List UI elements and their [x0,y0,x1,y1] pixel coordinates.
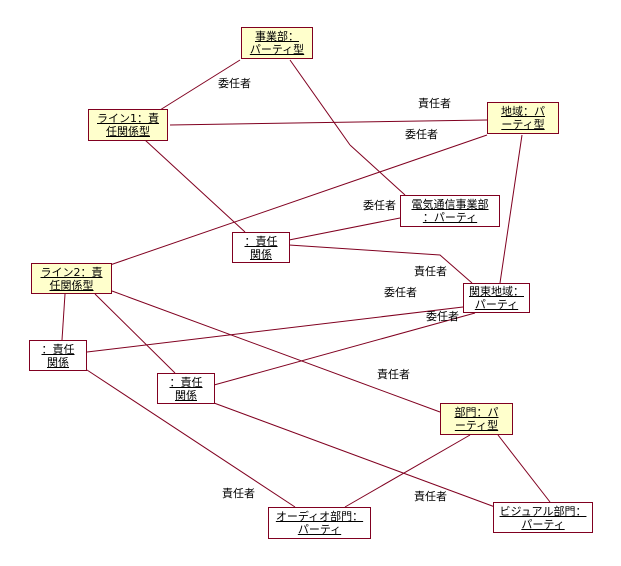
link-sekinin-b-visual [213,402,496,508]
node-responsibility-b[interactable]: ：責任 関係 [157,373,215,404]
node-line1-responsibility-type[interactable]: ライン1：責 任関係型 [88,109,168,141]
link-bumon-audio [344,434,471,508]
role-label: 委任者 [426,310,459,323]
node-kanto-party[interactable]: 関東地域： パーティ [463,283,530,313]
role-label: 委任者 [218,77,251,90]
link-line2-sekinin-c [61,293,66,341]
link-line1-sekinin-a [144,139,246,233]
link-sekinin-a-kanto [288,244,473,284]
link-line2-bumon [111,290,441,413]
link-bumon-visual [497,434,551,503]
link-chiiki-kanto [499,134,523,284]
node-responsibility-a[interactable]: ：責任 関係 [232,232,290,263]
role-label: 委任者 [405,128,438,141]
link-denki-sekinin-a [288,217,401,241]
link-jigyobu-line1 [159,59,241,111]
node-responsibility-c[interactable]: ：責任 関係 [29,340,87,371]
link-sekinin-c-audio [86,369,296,508]
link-line2-sekinin-b [94,293,176,374]
link-jigyobu-denki [289,59,351,146]
link-denki-route [349,144,406,196]
link-kanto-sekinin-b [213,312,476,386]
node-bumon-party-type[interactable]: 部門：パ ーティ型 [440,403,513,435]
node-visual-bumon-party[interactable]: ビジュアル部門： パーティ [493,502,593,533]
node-jigyobu-party-type[interactable]: 事業部： パーティ型 [241,27,313,59]
node-chiiki-party-type[interactable]: 地域：パ ーティ型 [487,102,559,134]
role-label: 委任者 [384,286,417,299]
node-line2-responsibility-type[interactable]: ライン2：責 任関係型 [31,263,112,294]
node-audio-bumon-party[interactable]: オーディオ部門： パーティ [268,507,371,539]
role-label: 責任者 [418,97,451,110]
link-line1-chiiki [169,119,488,126]
role-label: 責任者 [377,368,410,381]
role-label: 責任者 [414,265,447,278]
role-label: 委任者 [363,199,396,212]
role-label: 責任者 [222,487,255,500]
link-kanto-sekinin-c [86,306,464,353]
role-label: 責任者 [414,490,447,503]
link-chiiki-line2 [109,134,488,266]
node-denki-tsushin-party[interactable]: 電気通信事業部 ：パーティ [400,195,500,227]
